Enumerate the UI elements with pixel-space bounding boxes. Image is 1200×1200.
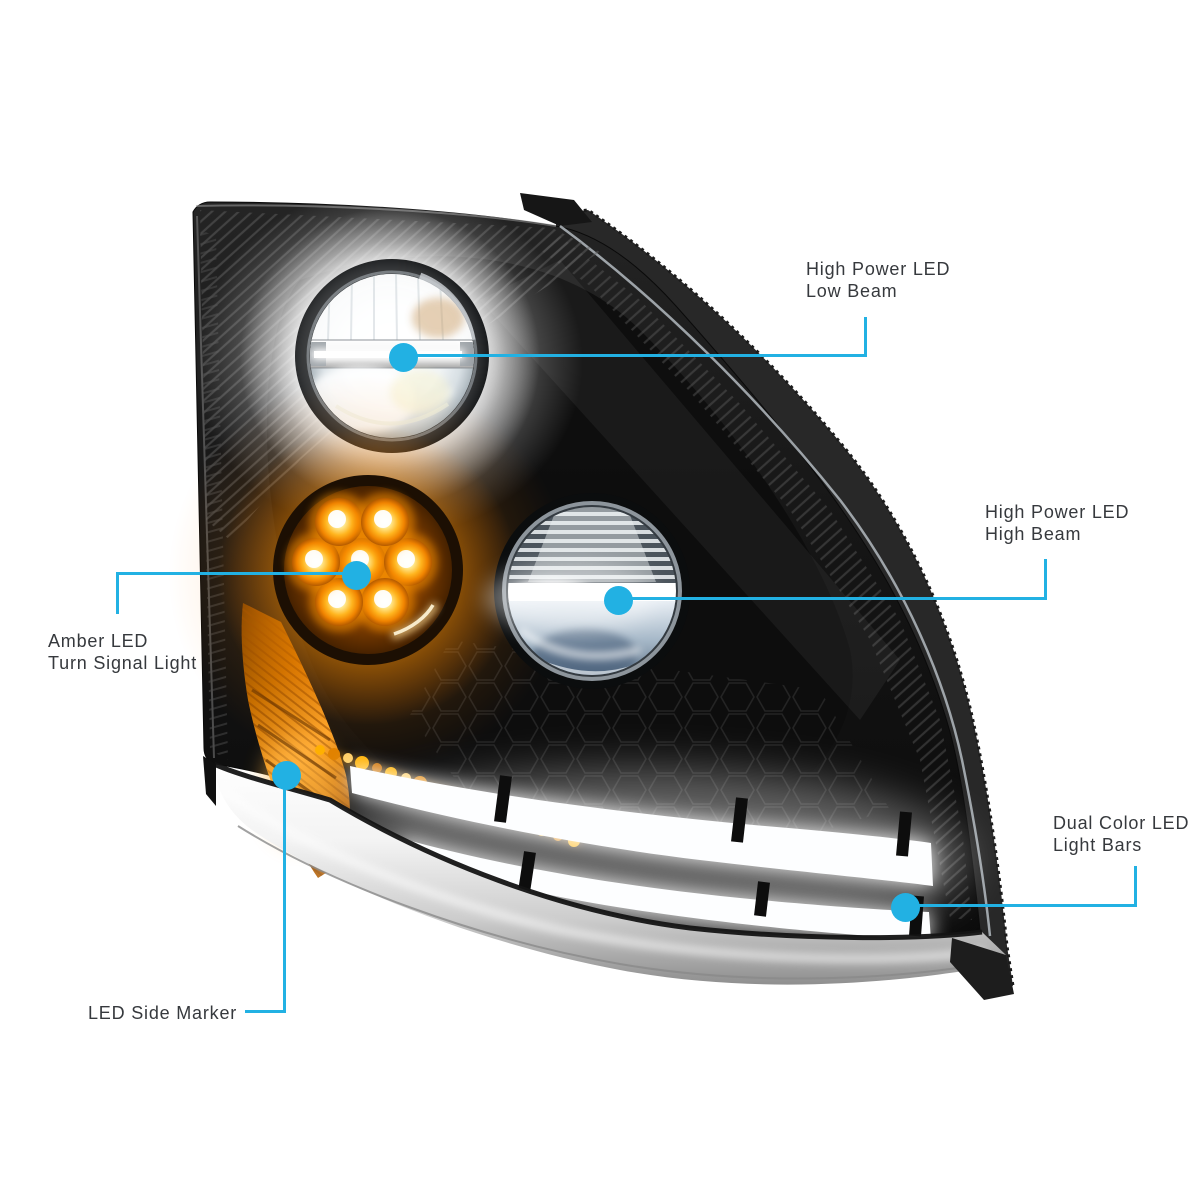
callout-line — [619, 597, 1047, 600]
callout-line — [905, 904, 1137, 907]
callout-line — [116, 572, 356, 575]
label-line: High Power LED — [985, 502, 1130, 522]
callout-dot-low-beam — [389, 343, 418, 372]
callout-label-side-marker: LED Side Marker — [88, 1002, 237, 1024]
callout-dot-light-bars — [891, 893, 920, 922]
label-line: LED Side Marker — [88, 1003, 238, 1023]
callout-line — [864, 317, 867, 357]
label-line: Turn Signal Light — [48, 653, 198, 673]
callout-line — [1044, 559, 1047, 600]
callout-line — [403, 354, 867, 357]
callout-line — [245, 1010, 286, 1013]
callout-dot-side-marker — [272, 761, 301, 790]
callout-label-low-beam: High Power LED Low Beam — [806, 258, 950, 302]
callout-label-light-bars: Dual Color LED Light Bars — [1053, 812, 1189, 856]
callout-dot-turn-signal — [342, 561, 371, 590]
label-line: Light Bars — [1053, 835, 1143, 855]
label-line: High Power LED — [806, 259, 951, 279]
callout-label-high-beam: High Power LED High Beam — [985, 501, 1129, 545]
callout-line — [283, 775, 286, 1013]
label-line: Amber LED — [48, 631, 149, 651]
callout-line — [1134, 866, 1137, 907]
label-line: Low Beam — [806, 281, 898, 301]
callout-line — [116, 572, 119, 614]
callout-label-turn-signal: Amber LED Turn Signal Light — [48, 630, 197, 674]
label-line: Dual Color LED — [1053, 813, 1190, 833]
label-line: High Beam — [985, 524, 1082, 544]
callout-dot-high-beam — [604, 586, 633, 615]
